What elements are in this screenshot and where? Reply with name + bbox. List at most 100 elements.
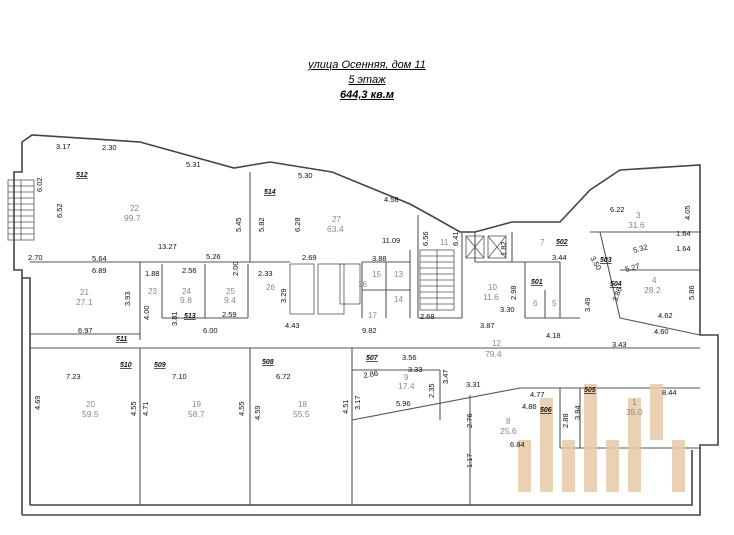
room-id: 18: [298, 400, 307, 409]
room-area: 63.4: [327, 224, 344, 234]
dimension: 2.98: [509, 285, 518, 300]
outer-walls: [13, 134, 719, 516]
room-id: 17: [368, 311, 377, 320]
unit-labels: 512 514 513 511 510 509 508 507 502 503 …: [76, 172, 622, 414]
dimension: 4.86: [522, 402, 537, 411]
dimension: 5.27: [624, 261, 640, 273]
dimension: 4.77: [530, 390, 545, 399]
room-id: 15: [372, 270, 381, 279]
room-area: 59.5: [82, 409, 99, 419]
dimension: 5.96: [396, 399, 411, 408]
dimension: 5.32: [632, 242, 648, 254]
room-id: 21: [80, 288, 89, 297]
dimension: 5.30: [298, 171, 313, 180]
room-area: 27.1: [76, 297, 93, 307]
dimension: 3.86: [610, 286, 623, 303]
unit-label: 501: [531, 279, 543, 286]
room-id: 10: [488, 283, 497, 292]
stair-icon: [7, 179, 455, 311]
unit-label: 505: [584, 387, 596, 394]
dimension: 3.47: [441, 369, 450, 384]
room-id: 24: [182, 287, 191, 296]
dimension: 11.09: [382, 236, 400, 245]
dimension: 1.82: [499, 241, 508, 256]
dimension: 1.88: [145, 269, 160, 278]
dimension: 5.26: [206, 252, 221, 261]
dimension: 2.30: [102, 143, 117, 152]
dimension: 3.33: [408, 365, 423, 374]
room-area: 9.4: [224, 295, 236, 305]
room-id: 8: [506, 417, 511, 426]
unit-label: 508: [262, 359, 274, 366]
dimension: 5.64: [92, 254, 107, 263]
dimension: 5.86: [687, 285, 696, 300]
dimension: 2.69: [302, 253, 317, 262]
room-id: 12: [492, 339, 501, 348]
dimension: 8.44: [662, 388, 677, 397]
unit-label: 503: [600, 257, 612, 264]
dimension: 3.31: [466, 380, 481, 389]
dimension: 6.89: [92, 266, 107, 275]
dimension: 4.58: [384, 195, 399, 204]
unit-label: 514: [264, 189, 276, 196]
dimension: 2.88: [561, 413, 570, 428]
room-id: 14: [394, 295, 403, 304]
dimension: 3.93: [123, 291, 132, 306]
unit-label: 510: [120, 362, 132, 369]
dimension: 6.02: [35, 177, 44, 192]
unit-label: 513: [184, 313, 196, 320]
dimension: 2.56: [182, 266, 197, 275]
dimension: 3.87: [480, 321, 495, 330]
address-title: улица Осенняя, дом 11: [308, 59, 426, 71]
dimension: 2.00: [231, 261, 240, 276]
dimension: 4.18: [546, 331, 561, 340]
dimension: 5.82: [257, 217, 266, 232]
room-area: 28.2: [644, 285, 661, 295]
dimension: 2.33: [258, 269, 273, 278]
dimension: 4.43: [285, 321, 300, 330]
dimension: 4.59: [253, 405, 262, 420]
elevator-icon: [289, 235, 507, 315]
room-area: 31.6: [628, 220, 645, 230]
room-id: 1: [632, 398, 637, 407]
room-id: 3: [636, 211, 641, 220]
rooms: 22 99.7 27 63.4 21 27.1 23 24 9.8 25 9.4…: [76, 204, 661, 436]
dimension: 7.23: [66, 372, 81, 381]
room-id: 23: [148, 287, 157, 296]
dimension: 3.84: [573, 405, 582, 420]
dimension: 3.81: [170, 311, 179, 326]
dimension: 2.68: [420, 312, 435, 321]
unit-label: 511: [116, 336, 127, 343]
dimension: 4.00: [142, 305, 151, 320]
dimension: 1.17: [465, 453, 474, 468]
room-area: 17.4: [398, 381, 415, 391]
dimension: 6.22: [610, 205, 625, 214]
dimension: 3.56: [402, 353, 417, 362]
room-id: 27: [332, 215, 341, 224]
dimension: 3.17: [353, 395, 362, 410]
dimension: 2.59: [222, 310, 237, 319]
dimension: 3.44: [552, 253, 567, 262]
dimension: 4.60: [654, 327, 669, 336]
dimension: 4.55: [237, 401, 246, 416]
room-area: 79.4: [485, 349, 502, 359]
dimension: 3.29: [279, 288, 288, 303]
room-id: 25: [226, 287, 235, 296]
unit-label: 509: [154, 362, 166, 369]
room-id: 11: [440, 238, 449, 247]
room-area: 9.8: [180, 295, 192, 305]
dimension: 4.05: [683, 205, 692, 220]
dimension: 1.64: [676, 244, 691, 253]
room-area: 25.6: [500, 426, 517, 436]
room-id: 20: [86, 400, 95, 409]
dimension: 2.35: [427, 383, 436, 398]
unit-label: 506: [540, 407, 552, 414]
dimension: 5.45: [234, 217, 243, 232]
room-id: 7: [540, 238, 545, 247]
room-id: 16: [358, 280, 367, 289]
room-id: 9: [404, 373, 409, 382]
room-id: 22: [130, 204, 139, 213]
dimension: 6.56: [421, 231, 430, 246]
dimension: 1.64: [676, 229, 691, 238]
room-id: 26: [266, 283, 275, 292]
